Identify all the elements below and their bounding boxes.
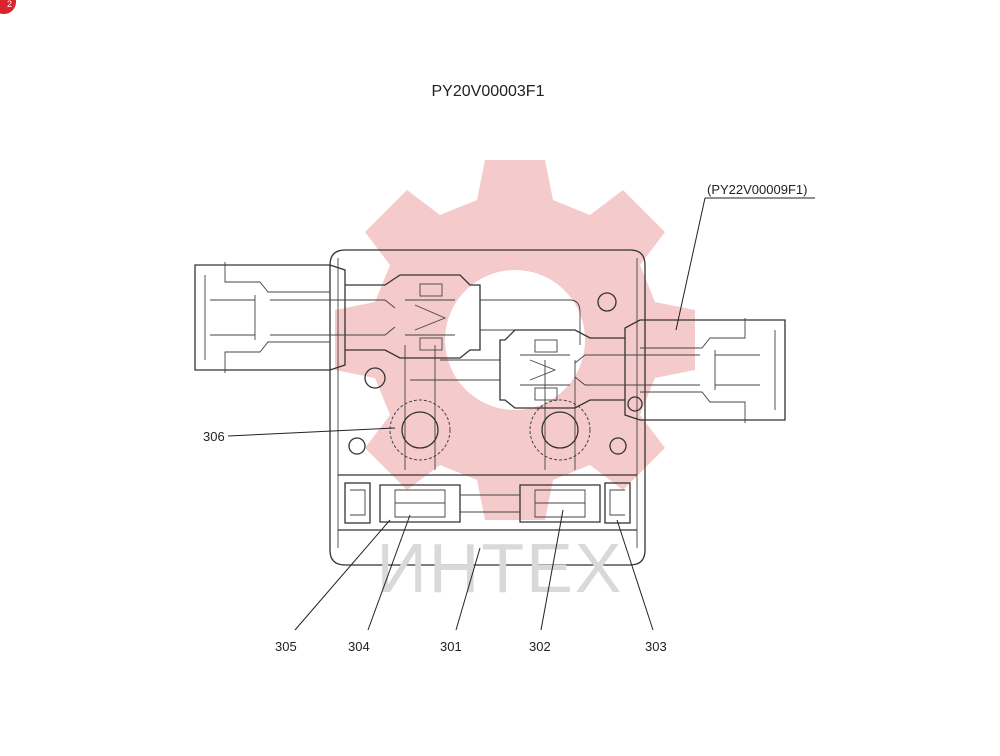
bottom-check-valves (338, 474, 637, 531)
part-label-305: 305 (275, 639, 297, 654)
part-label-304: 304 (348, 639, 370, 654)
part-label-302: 302 (529, 639, 551, 654)
right-solenoid-valve (499, 318, 786, 423)
part-label-306: 306 (203, 429, 225, 444)
watermark-gear-icon (335, 160, 695, 520)
leader-lines (227, 197, 815, 631)
corner-badge: 2 (0, 0, 16, 14)
part-label-303: 303 (645, 639, 667, 654)
part-label-301: 301 (440, 639, 462, 654)
left-solenoid-valve (194, 262, 481, 373)
watermark-text: ИНТЕХ (376, 529, 623, 607)
valve-body (329, 249, 646, 566)
sub-reference-label: (PY22V00009F1) (707, 182, 807, 197)
diagram-title: PY20V00003F1 (432, 83, 545, 100)
